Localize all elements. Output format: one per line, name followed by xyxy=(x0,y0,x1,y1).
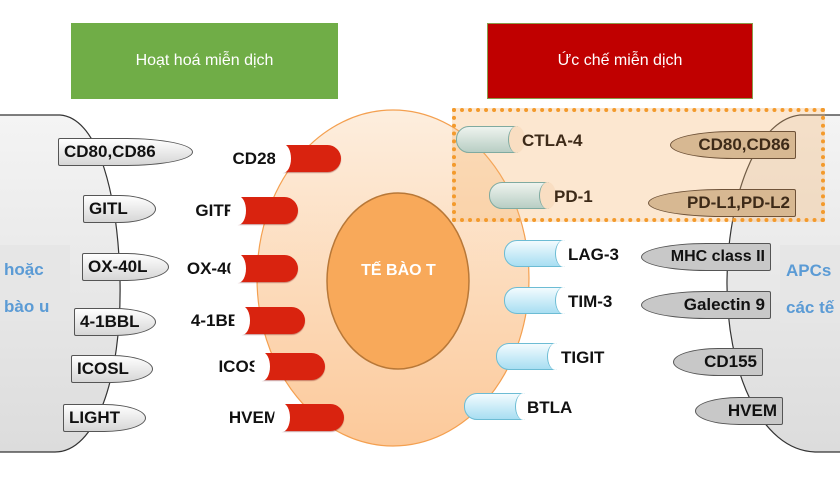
ligand-4-1bbl: 4-1BBL xyxy=(74,308,156,336)
left-cell-label: hoặc bào u xyxy=(4,251,49,325)
right-cell-label: APCs các tế xyxy=(786,252,834,326)
t-cell-nucleus xyxy=(326,192,470,370)
header-activation: Hoạt hoá miễn dịch xyxy=(71,23,338,99)
ligand-gitl: GITL xyxy=(83,195,156,223)
receptor-label-lag3: LAG-3 xyxy=(568,245,619,264)
ligand-cd80-cd86-inhibitory: CD80,CD86 xyxy=(670,131,796,159)
header-inhibition: Ức chế miễn dịch xyxy=(487,23,753,99)
receptor-label-ctla4: CTLA-4 xyxy=(522,131,583,150)
ligand-icosl: ICOSL xyxy=(71,355,153,383)
receptor-hvem xyxy=(274,403,344,432)
receptor-cd28 xyxy=(275,144,341,173)
ligand-cd80-cd86: CD80,CD86 xyxy=(58,138,193,166)
receptor-label-tigit: TIGIT xyxy=(561,348,605,367)
receptor-tigit xyxy=(496,343,564,370)
right-cell-label-line: các tế xyxy=(786,298,835,317)
ligand-cd155: CD155 xyxy=(673,348,763,376)
ligand-ox40l: OX-40L xyxy=(82,253,169,281)
left-cell-label-box xyxy=(0,245,70,321)
ligand-hvem: HVEM xyxy=(695,397,783,425)
ligand-light: LIGHT xyxy=(63,404,146,432)
receptor-label-4-1bb: 4-1BB xyxy=(190,311,240,330)
receptor-label-cd28: CD28 xyxy=(232,149,276,168)
receptor-gitr xyxy=(230,196,298,225)
ligand-galectin9: Galectin 9 xyxy=(641,291,771,319)
receptor-label-ox40: OX-40 xyxy=(186,259,236,278)
right-cell-label-box xyxy=(780,245,840,323)
receptor-ctla4 xyxy=(456,126,525,153)
receptor-lag3 xyxy=(504,240,572,267)
receptor-4-1bb xyxy=(234,306,305,335)
ligand-mhc-class-ii: MHC class II xyxy=(641,243,771,271)
receptor-label-btla: BTLA xyxy=(527,398,573,417)
receptor-tim3 xyxy=(504,287,572,314)
receptor-label-hvem: HVEM xyxy=(228,408,278,427)
t-cell-label: TẾ BÀO T xyxy=(361,262,436,279)
receptor-pd1 xyxy=(489,182,556,209)
receptor-icos xyxy=(254,352,325,381)
receptor-label-tim3: TIM-3 xyxy=(568,292,613,311)
left-cell-label-line: bào u xyxy=(4,297,50,316)
receptor-label-gitr: GITR xyxy=(195,201,236,220)
left-cell-label-line: hoặc xyxy=(4,260,44,279)
receptor-btla xyxy=(464,393,532,420)
receptor-label-pd1: PD-1 xyxy=(554,187,593,206)
receptor-label-icos: ICOS xyxy=(218,357,260,376)
ligand-pd-l1-pd-l2: PD-L1,PD-L2 xyxy=(648,189,796,217)
right-cell-label-line: APCs xyxy=(786,261,832,280)
receptor-ox40 xyxy=(230,254,298,283)
